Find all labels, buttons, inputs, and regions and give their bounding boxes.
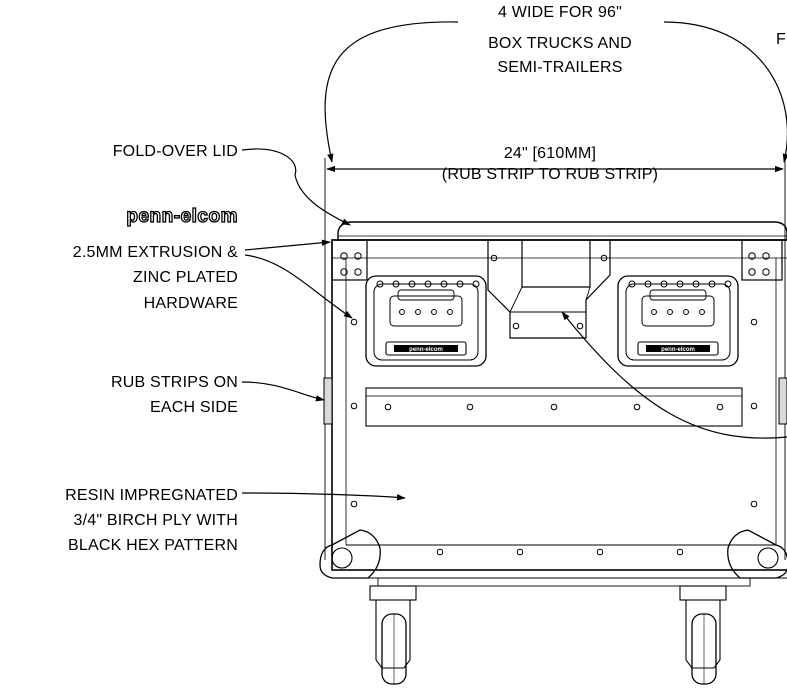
top-callout-line-3: SEMI-TRAILERS (497, 59, 623, 76)
center-bracket (487, 239, 611, 339)
extrusion-callout-line-1: 2.5MM EXTRUSION & (72, 244, 238, 261)
dimension-label-2: (RUB STRIP TO RUB STRIP) (441, 166, 659, 183)
extrusion-callout-line-2: ZINC PLATED (132, 269, 238, 286)
handle-dish-left (365, 275, 487, 367)
ply-callout-line-2: 3/4" BIRCH PLY WITH (73, 512, 238, 529)
wide-leader-left (324, 21, 459, 163)
corner-block-bottom-right (727, 529, 787, 579)
lid-leader (241, 148, 351, 226)
rub-strip-callout-line-2: EACH SIDE (149, 399, 238, 416)
rub-strip-leader (241, 381, 325, 402)
ply-leader (241, 492, 406, 501)
rub-strip-right (778, 377, 787, 425)
center-bar (365, 387, 743, 427)
lid-callout: FOLD-OVER LID (112, 143, 238, 160)
wide-leader-right (663, 21, 787, 163)
corner-block-bottom-left (319, 529, 381, 579)
rub-strip-left (323, 377, 333, 425)
extrusion-leader-b (244, 254, 353, 319)
rub-strip-callout-line-1: RUB STRIPS ON (110, 374, 238, 391)
brand-logo: penn-elcom (126, 205, 238, 227)
top-right-fragment: F (776, 31, 786, 48)
lid (337, 221, 787, 241)
top-callout-line-1: 4 WIDE FOR 96" (497, 4, 623, 21)
top-callout-line-2: BOX TRUCKS AND (488, 35, 632, 52)
caster-left (369, 585, 417, 685)
handle-plate-label-left: penn-elcom (409, 347, 443, 353)
extrusion-callout-line-3: HARDWARE (143, 295, 238, 312)
right-leader (561, 311, 787, 439)
ply-callout-line-3: BLACK HEX PATTERN (68, 537, 238, 554)
extrusion-leader-a (244, 239, 331, 251)
dimension-label-1: 24" [610MM] (503, 145, 597, 162)
corner-block-top-right (741, 239, 783, 281)
handle-plate-label-right: penn-elcom (661, 347, 695, 353)
caster-right (679, 585, 727, 685)
handle-dish-right (617, 275, 739, 367)
ply-callout-line-1: RESIN IMPREGNATED (65, 487, 238, 504)
corner-block-top-left (331, 239, 368, 281)
